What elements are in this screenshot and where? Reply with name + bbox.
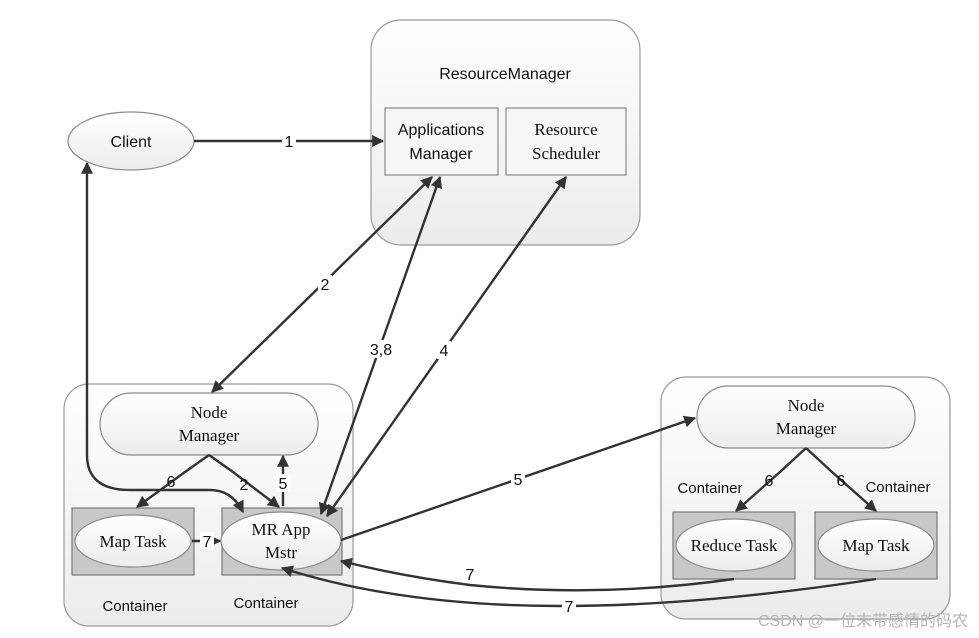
applications-manager-line1: Applications <box>398 122 484 139</box>
arrow-step-7-lower <box>280 565 877 608</box>
arrow-client-appmaster <box>81 161 245 514</box>
step-labels: 1 2 3,8 4 5 6 2 5 7 6 6 7 7 <box>167 132 846 616</box>
csdn-watermark: CSDN @一位末带感情的码农 <box>758 612 968 630</box>
right-container-label-2: Container <box>865 479 930 496</box>
client: Client <box>67 111 195 171</box>
right-node: Node Manager Container Container Reduce … <box>660 376 951 620</box>
right-node-manager-line2: Manager <box>776 419 837 438</box>
step-label-5-left: 5 <box>279 476 288 493</box>
right-container-label-1: Container <box>677 480 742 497</box>
arrow-step-2-left <box>208 454 280 508</box>
resource-scheduler-box <box>505 107 627 176</box>
right-node-manager-line1: Node <box>788 396 825 415</box>
resource-scheduler-line2: Scheduler <box>532 144 600 163</box>
right-map-task-label: Map Task <box>843 536 910 555</box>
left-node: Node Manager Map Task MR App Mstr Contai… <box>63 383 354 627</box>
left-container-label-1: Container <box>102 598 167 615</box>
applications-manager-line2: Manager <box>409 146 473 163</box>
arrow-step-7-upper <box>339 557 735 592</box>
step-label-7-upper: 7 <box>466 567 475 584</box>
mr-app-master-line2: Mstr <box>265 543 297 562</box>
reduce-task-label: Reduce Task <box>691 536 778 555</box>
left-node-manager-line2: Manager <box>179 426 240 445</box>
step-label-2-left: 2 <box>240 477 249 494</box>
arrow-step-6-left <box>136 454 210 508</box>
applications-manager-box <box>384 107 499 176</box>
resource-manager-title: ResourceManager <box>439 66 571 83</box>
resource-scheduler-line1: Resource <box>534 120 597 139</box>
step-label-6-left: 6 <box>167 474 176 491</box>
resource-manager: ResourceManager Applications Manager Res… <box>370 19 641 246</box>
left-node-manager-line1: Node <box>191 403 228 422</box>
mr-app-master-line1: MR App <box>251 520 310 539</box>
left-container-label-2: Container <box>233 595 298 612</box>
step-label-7-lower: 7 <box>565 599 574 616</box>
step-label-6-right-a: 6 <box>765 473 774 490</box>
step-label-7-left: 7 <box>203 534 212 551</box>
step-label-2-rm: 2 <box>321 277 330 294</box>
arrow-step-6-right-a <box>735 447 807 512</box>
step-label-3-8: 3,8 <box>370 342 392 359</box>
step-label-1: 1 <box>285 134 294 151</box>
left-map-task-label: Map Task <box>100 532 167 551</box>
step-label-5-right: 5 <box>514 472 523 489</box>
step-label-6-right-b: 6 <box>837 473 846 490</box>
step-label-4: 4 <box>440 343 449 360</box>
client-label: Client <box>111 134 152 151</box>
arrow-step-6-right-b <box>805 447 877 512</box>
